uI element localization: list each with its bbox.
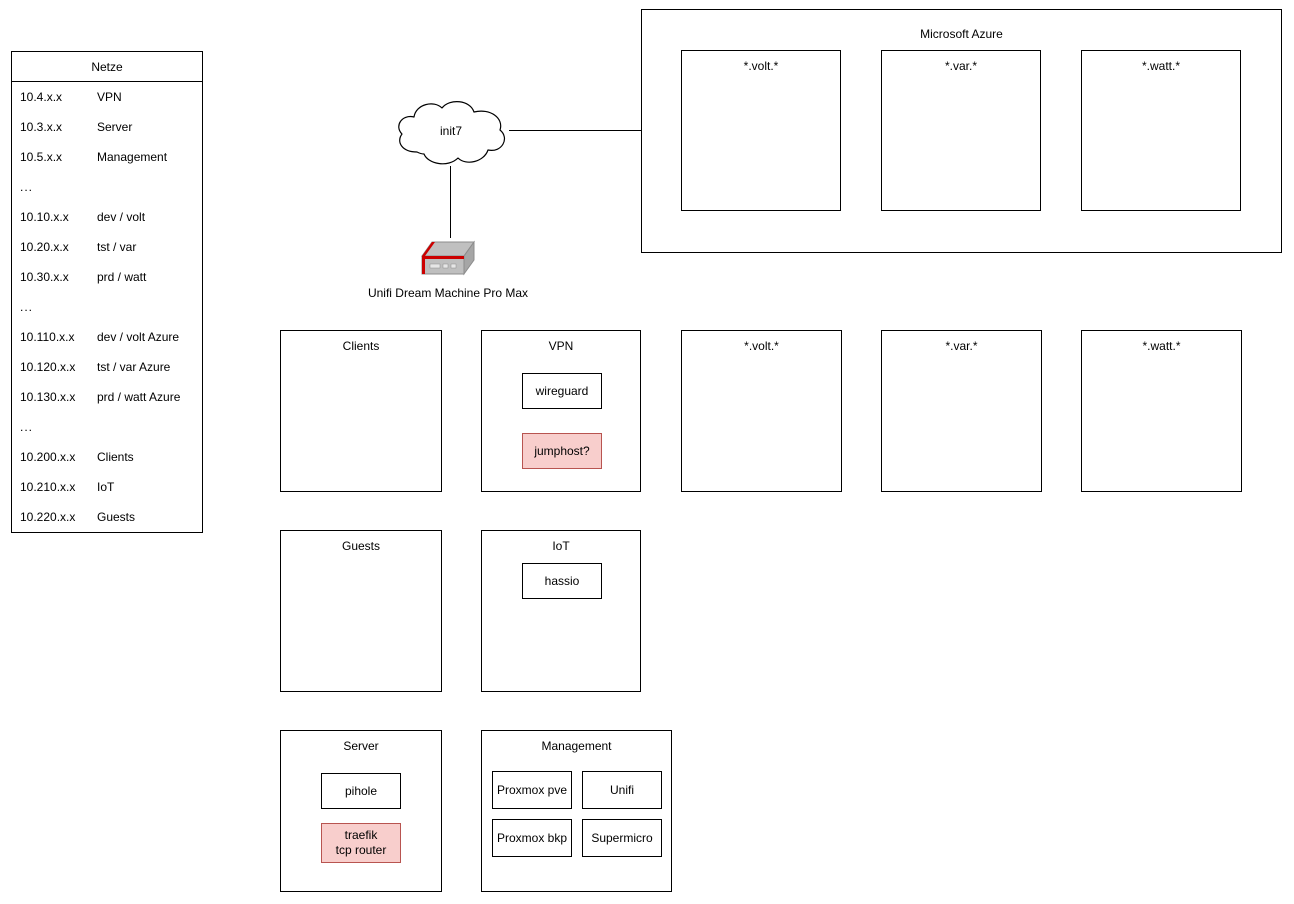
azure-env-watt: *.watt.* — [1081, 50, 1241, 211]
zone-onprem-watt: *.watt.* — [1081, 330, 1242, 492]
netze-legend-row: 10.110.x.x dev / volt Azure — [12, 322, 202, 352]
netze-label: prd / watt Azure — [97, 390, 181, 404]
netze-label: Guests — [97, 510, 136, 524]
netze-legend-row: 10.130.x.x prd / watt Azure — [12, 382, 202, 412]
netze-cidr: 10.130.x.x — [20, 390, 76, 404]
zone-server: Server pihole traefik tcp router — [280, 730, 442, 892]
link-cloud-to-gateway — [450, 166, 451, 238]
netze-label: IoT — [97, 480, 115, 494]
netze-cidr: 10.110.x.x — [20, 330, 75, 344]
zone-management: Management Proxmox pve Unifi Proxmox bkp… — [481, 730, 672, 892]
netze-legend-row: 10.4.x.x VPN — [12, 82, 202, 112]
netze-label: Clients — [97, 450, 134, 464]
zone-onprem-var: *.var.* — [881, 330, 1042, 492]
zone-onprem-volt-title: *.volt.* — [744, 339, 779, 353]
netze-legend-row: 10.3.x.x Server — [12, 112, 202, 142]
netze-legend-row: 10.20.x.x tst / var — [12, 232, 202, 262]
netze-legend-row: 10.220.x.x Guests — [12, 502, 202, 532]
node-wireguard[interactable]: wireguard — [522, 373, 602, 409]
azure-env-var-title: *.var.* — [944, 59, 977, 73]
gateway-label: Unifi Dream Machine Pro Max — [367, 286, 529, 300]
netze-cidr: ... — [20, 420, 34, 434]
netze-cidr: 10.210.x.x — [20, 480, 76, 494]
link-cloud-to-azure — [509, 130, 642, 131]
netze-cidr: 10.3.x.x — [20, 120, 63, 134]
netze-legend-row: ... — [12, 292, 202, 322]
netze-cidr: ... — [20, 180, 34, 194]
zone-clients-title: Clients — [342, 339, 380, 353]
netze-cidr: 10.10.x.x — [20, 210, 69, 224]
netze-cidr: 10.120.x.x — [20, 360, 76, 374]
zone-iot-title: IoT — [552, 539, 570, 553]
node-supermicro[interactable]: Supermicro — [582, 819, 662, 857]
zone-vpn: VPN wireguard jumphost? — [481, 330, 641, 492]
netze-legend-title: Netze — [12, 52, 202, 82]
netze-legend-row: 10.120.x.x tst / var Azure — [12, 352, 202, 382]
firewall-appliance-icon — [418, 236, 478, 280]
netze-cidr: ... — [20, 300, 34, 314]
netze-legend-row: 10.200.x.x Clients — [12, 442, 202, 472]
netze-legend-rows: 10.4.x.x VPN 10.3.x.x Server 10.5.x.x Managem… — [12, 82, 202, 532]
isp-cloud: init7 — [390, 98, 512, 168]
netze-legend-row: ... — [12, 172, 202, 202]
node-jumphost[interactable]: jumphost? — [522, 433, 602, 469]
netze-cidr: 10.4.x.x — [20, 90, 63, 104]
azure-env-volt: *.volt.* — [681, 50, 841, 211]
node-traefik-tcp-router[interactable]: traefik tcp router — [321, 823, 401, 863]
zone-iot: IoT hassio — [481, 530, 641, 692]
netze-legend-row: 10.5.x.x Management — [12, 142, 202, 172]
zone-clients: Clients — [280, 330, 442, 492]
zone-onprem-volt: *.volt.* — [681, 330, 842, 492]
netze-cidr: 10.30.x.x — [20, 270, 69, 284]
node-hassio[interactable]: hassio — [522, 563, 602, 599]
netze-label: tst / var Azure — [97, 360, 171, 374]
node-pihole[interactable]: pihole — [321, 773, 401, 809]
netze-label: VPN — [97, 90, 122, 104]
netze-legend-row: 10.10.x.x dev / volt — [12, 202, 202, 232]
isp-cloud-label: init7 — [439, 124, 462, 138]
netze-label: tst / var — [97, 240, 137, 254]
azure-env-volt-title: *.volt.* — [743, 59, 779, 73]
netze-legend-row: 10.210.x.x IoT — [12, 472, 202, 502]
netze-legend-table: Netze 10.4.x.x VPN 10.3.x.x Server 10.5.x.x M… — [11, 51, 203, 533]
zone-guests-title: Guests — [341, 539, 380, 553]
azure-title: Microsoft Azure — [920, 27, 1003, 41]
zone-guests: Guests — [280, 530, 442, 692]
zone-management-title: Management — [541, 739, 612, 753]
node-proxmox-bkp[interactable]: Proxmox bkp — [492, 819, 572, 857]
azure-env-var: *.var.* — [881, 50, 1041, 211]
zone-onprem-var-title: *.var.* — [945, 339, 978, 353]
netze-label: Server — [97, 120, 133, 134]
node-proxmox-pve[interactable]: Proxmox pve — [492, 771, 572, 809]
netze-cidr: 10.200.x.x — [20, 450, 76, 464]
netze-label: dev / volt Azure — [97, 330, 180, 344]
zone-onprem-watt-title: *.watt.* — [1142, 339, 1181, 353]
netze-label: Management — [97, 150, 168, 164]
zone-vpn-title: VPN — [548, 339, 574, 353]
netze-legend-row: ... — [12, 412, 202, 442]
netze-label: dev / volt — [97, 210, 146, 224]
azure-env-watt-title: *.watt.* — [1141, 59, 1180, 73]
netze-legend-row: 10.30.x.x prd / watt — [12, 262, 202, 292]
node-unifi[interactable]: Unifi — [582, 771, 662, 809]
netze-cidr: 10.220.x.x — [20, 510, 76, 524]
netze-cidr: 10.5.x.x — [20, 150, 63, 164]
netze-label: prd / watt — [97, 270, 147, 284]
zone-server-title: Server — [343, 739, 379, 753]
netze-cidr: 10.20.x.x — [20, 240, 69, 254]
